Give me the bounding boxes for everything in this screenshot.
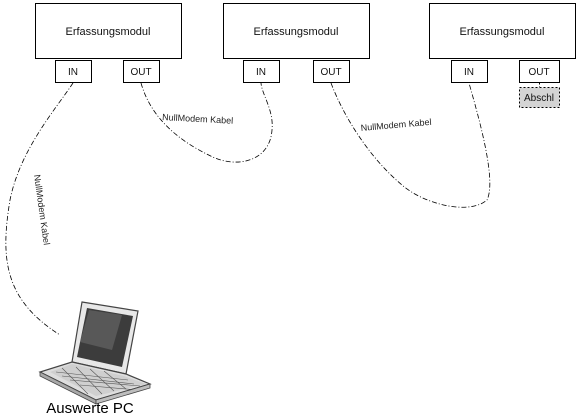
cable-pc-to-module-1 (5, 82, 74, 336)
module-2: Erfassungsmodul IN OUT (223, 3, 370, 83)
module-1-box (35, 3, 182, 59)
module-1-title: Erfassungsmodul (66, 26, 151, 38)
module-3-in-port (451, 60, 488, 83)
module-1-in-label: IN (68, 67, 78, 78)
module-2-out-label: OUT (320, 67, 341, 78)
module-1: Erfassungsmodul IN OUT (35, 3, 182, 83)
module-2-title: Erfassungsmodul (254, 26, 339, 38)
module-1-in-port (55, 60, 92, 83)
cable-module-1-to-module-2 (140, 82, 273, 163)
terminator-box (519, 87, 560, 108)
module-3: Erfassungsmodul IN OUT Abschl (429, 3, 576, 108)
module-3-out-label: OUT (528, 67, 549, 78)
module-2-in-port (243, 60, 280, 83)
laptop-icon (38, 301, 152, 405)
cable-2-label: NullModem Kabel (162, 112, 233, 126)
module-2-out-port (313, 60, 350, 83)
module-1-out-label: OUT (130, 67, 151, 78)
module-3-title: Erfassungsmodul (460, 26, 545, 38)
module-1-out-port (123, 60, 160, 83)
terminator-label: Abschl (524, 93, 554, 104)
cable-1-label: NullModem Kabel (32, 174, 52, 246)
cable-module-2-to-module-3 (330, 82, 491, 208)
module-2-box (223, 3, 370, 59)
module-3-box (429, 3, 576, 59)
cable-3-label: NullModem Kabel (360, 117, 432, 133)
pc-label: Auswerte PC (46, 400, 134, 417)
module-2-in-label: IN (256, 67, 266, 78)
module-3-in-label: IN (464, 67, 474, 78)
